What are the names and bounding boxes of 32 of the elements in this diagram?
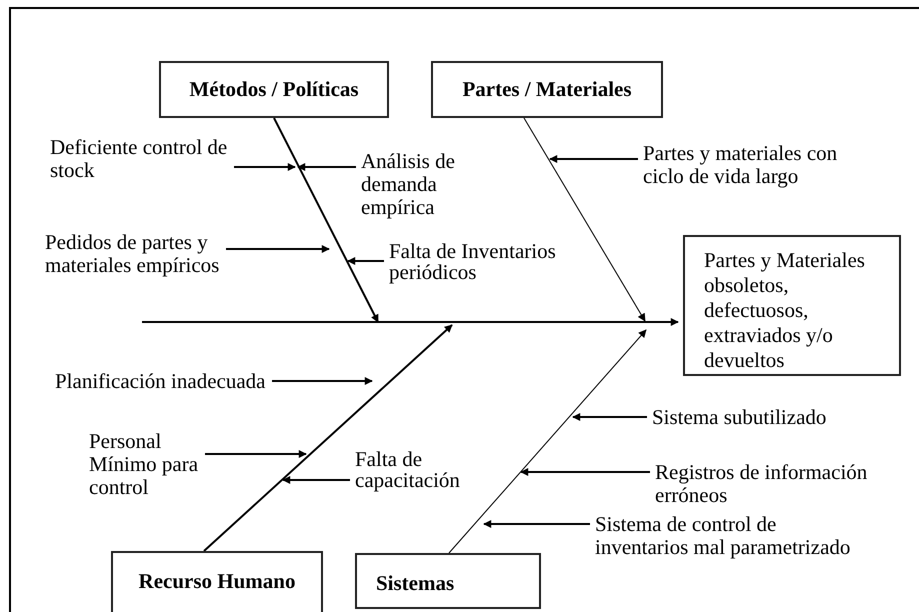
cause-label: Falta de capacitación [355, 449, 461, 491]
category-box: Recurso Humano [111, 551, 323, 612]
cause-arrow [297, 163, 356, 171]
cause-arrow [282, 476, 350, 484]
cause-label: Sistema subutilizado [652, 406, 828, 429]
cause-arrow [483, 520, 590, 528]
cause-arrow [205, 450, 307, 458]
cause-label: Partes y materiales con ciclo de vida largo [643, 142, 839, 188]
category-box: Métodos / Políticas [159, 61, 389, 118]
effect-box: Partes y Materiales obsoletos, defectuosos, extraviados y/o devueltos [683, 235, 901, 376]
cause-label: Planificación inadecuada [55, 370, 267, 393]
bone-arrow [448, 329, 647, 554]
cause-label: Falta de Inventarios periódicos [389, 241, 557, 283]
cause-arrow [520, 468, 650, 476]
category-box: Sistemas [355, 553, 541, 609]
cause-label: Sistema de control de inventarios mal parametrizado [595, 513, 852, 559]
cause-label: Registros de información erróneos [655, 461, 869, 507]
bone-arrow [524, 118, 646, 322]
cause-arrow [347, 257, 384, 265]
cause-label: Pedidos de partes y materiales empíricos [45, 231, 221, 277]
cause-arrow [226, 245, 330, 253]
bone-arrow [273, 118, 379, 323]
cause-arrow [234, 163, 296, 171]
cause-arrow [572, 413, 647, 421]
cause-label: Análisis de demanda empírica [361, 150, 456, 219]
spine-arrow [142, 318, 679, 326]
cause-label: Deficiente control de stock [50, 136, 229, 182]
cause-label: Personal Mínimo para control [89, 430, 200, 499]
cause-arrow [272, 377, 373, 385]
cause-arrow [549, 155, 638, 163]
bone-arrow [203, 324, 453, 552]
category-box: Partes / Materiales [431, 61, 663, 118]
